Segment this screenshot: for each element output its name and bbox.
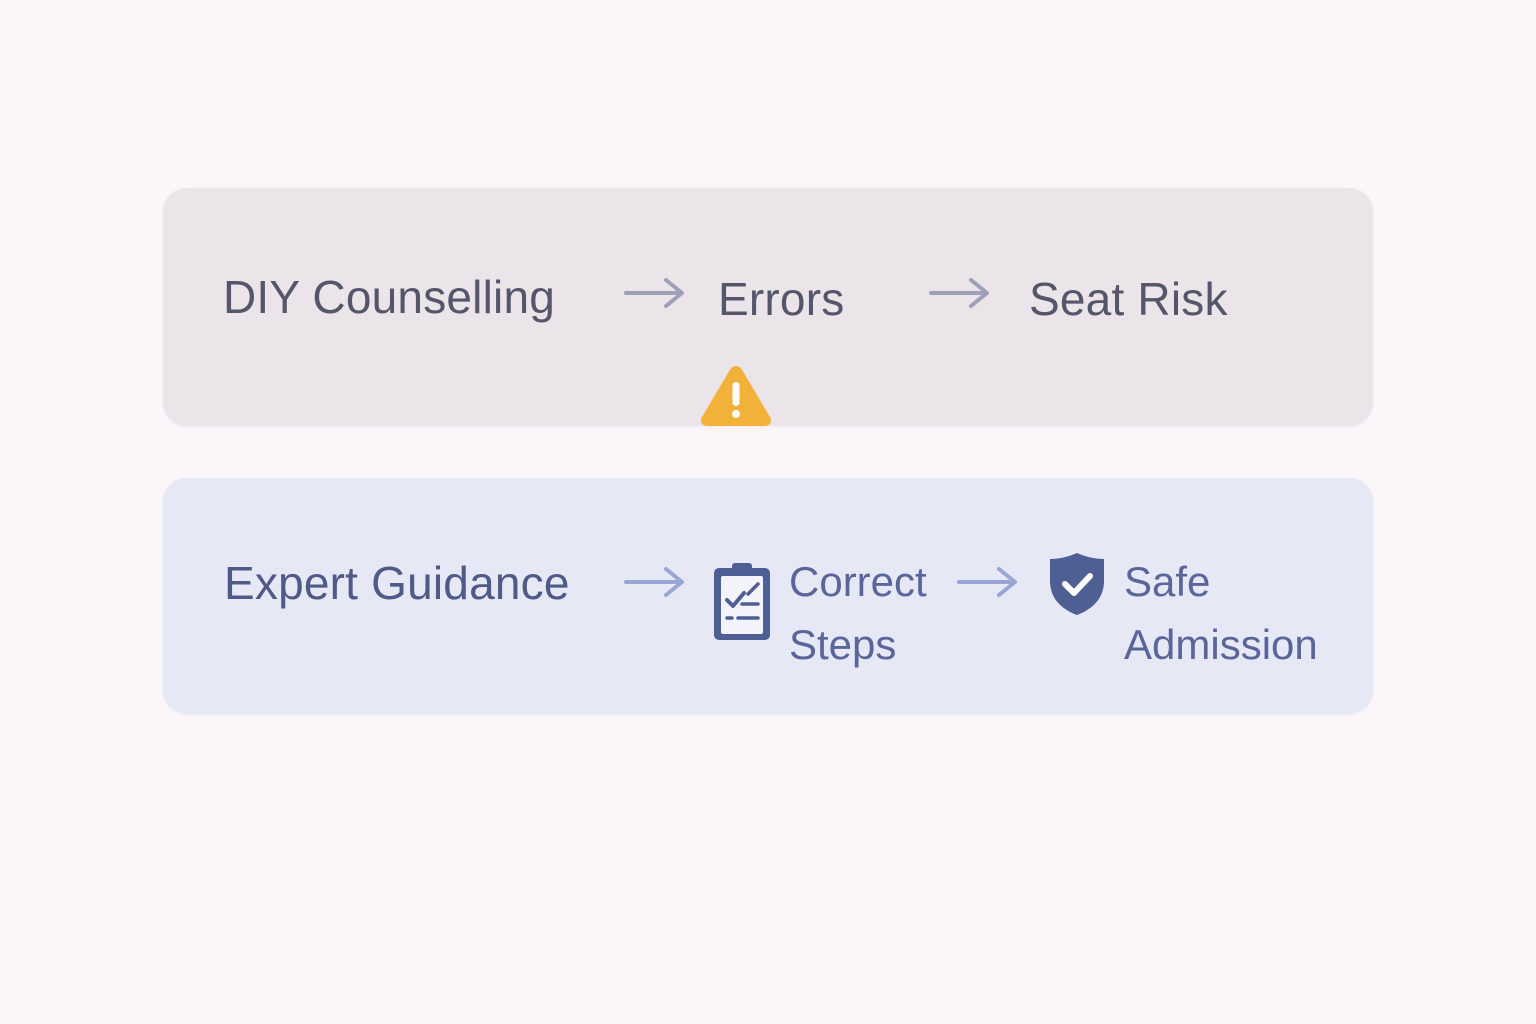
expert-flow-panel: Expert Guidance Correct Steps Safe Admis… [163,478,1373,714]
arrow-right-icon [624,278,684,308]
warning-icon [701,366,771,426]
errors-label: Errors [718,273,845,325]
correct-steps-line1: Correct [789,558,927,605]
safe-admission-line1: Safe [1124,558,1211,605]
safe-admission-label: Safe Admission [1124,550,1318,676]
correct-steps-label: Correct Steps [789,550,927,676]
arrow-right-icon [624,567,684,597]
diy-flow-panel: DIY Counselling Errors Seat Risk [163,188,1373,426]
arrow-right-icon [929,278,989,308]
shield-check-icon [1050,553,1104,615]
correct-steps-line2: Steps [789,621,897,668]
diy-counselling-label: DIY Counselling [223,271,556,323]
clipboard-check-icon [714,563,770,640]
safe-admission-line2: Admission [1124,621,1318,668]
arrow-right-icon [957,567,1017,597]
seat-risk-label: Seat Risk [1029,273,1228,325]
expert-guidance-label: Expert Guidance [224,557,570,609]
